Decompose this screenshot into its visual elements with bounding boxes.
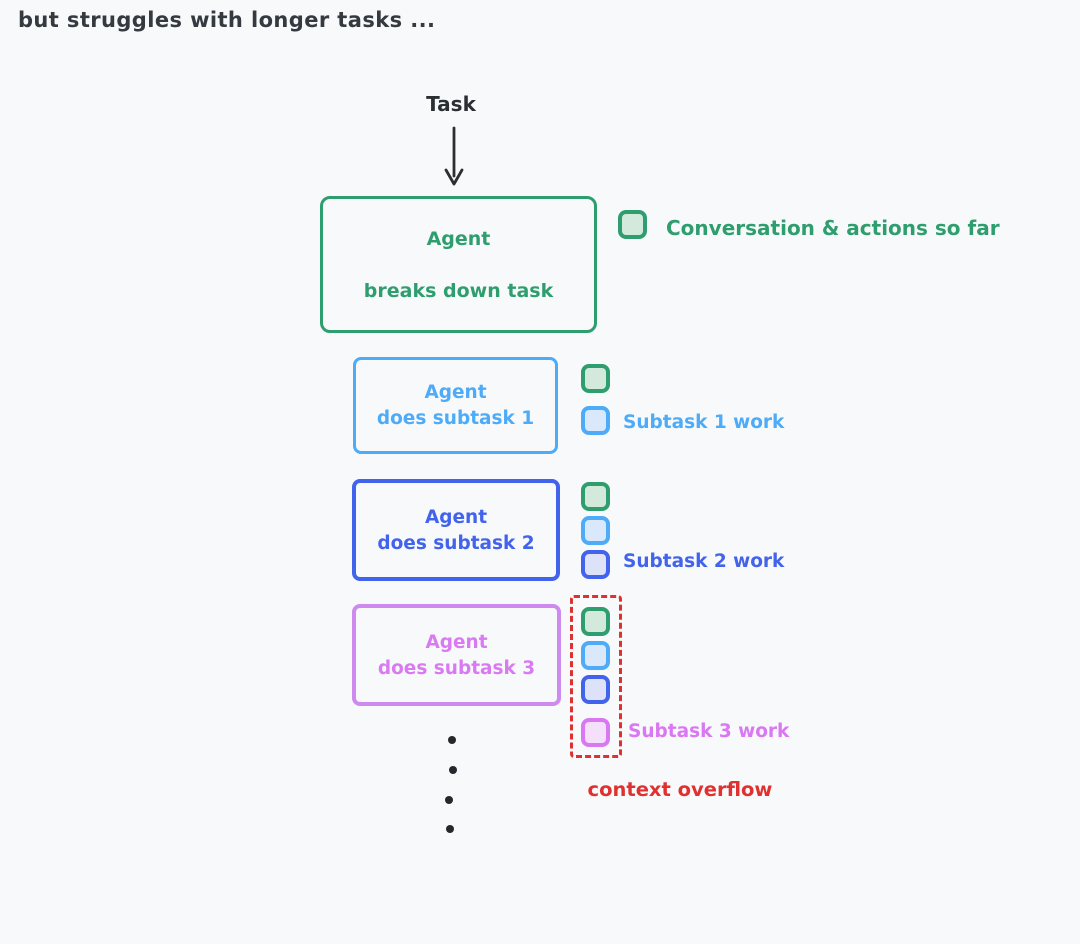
subtask-3-context-stack [581, 607, 610, 747]
subtask-2-context-stack [581, 482, 610, 579]
context-overflow-dashed-frame [570, 595, 622, 758]
blue-context-chip-icon [581, 516, 610, 545]
subtask-2-line1: Agent [424, 506, 488, 528]
agent-subtask-2-box: Agent does subtask 2 [352, 479, 560, 581]
task-node-label: Task [426, 92, 476, 116]
blue-context-chip-icon [581, 641, 610, 670]
agent-subtask-3-box: Agent does subtask 3 [352, 604, 561, 706]
agent-breakdown-line2: breaks down task [363, 279, 554, 302]
subtask-2-line2: does subtask 2 [377, 532, 535, 554]
conversation-context-chip-icon [618, 210, 647, 239]
ellipsis-dot [445, 796, 453, 804]
indigo-context-chip-icon [581, 550, 610, 579]
context-overflow-label: context overflow [587, 778, 773, 801]
subtask-1-context-stack [581, 364, 610, 435]
ellipsis-dot [449, 766, 457, 774]
green-context-chip-icon [581, 482, 610, 511]
task-down-arrow-icon [444, 126, 464, 186]
violet-context-chip-icon [581, 718, 610, 747]
indigo-context-chip-icon [581, 675, 610, 704]
agent-subtask-1-box: Agent does subtask 1 [353, 357, 558, 454]
subtask-3-work-label: Subtask 3 work [628, 721, 790, 742]
page-title: but struggles with longer tasks ... [18, 8, 436, 32]
blue-context-chip-icon [581, 406, 610, 435]
subtask-2-work-label: Subtask 2 work [623, 551, 785, 572]
green-context-chip-icon [581, 607, 610, 636]
subtask-3-line2: does subtask 3 [377, 657, 536, 679]
ellipsis-dot [448, 736, 456, 744]
green-context-chip-icon [581, 364, 610, 393]
ellipsis-dot [446, 825, 454, 833]
subtask-1-work-label: Subtask 1 work [623, 412, 785, 433]
agent-breakdown-box: Agent breaks down task [320, 196, 597, 333]
agent-breakdown-line1: Agent [426, 227, 491, 250]
subtask-3-line1: Agent [425, 631, 488, 653]
subtask-1-line2: does subtask 1 [376, 408, 535, 429]
subtask-1-line1: Agent [424, 382, 487, 403]
conversation-legend-label: Conversation & actions so far [666, 216, 1000, 240]
